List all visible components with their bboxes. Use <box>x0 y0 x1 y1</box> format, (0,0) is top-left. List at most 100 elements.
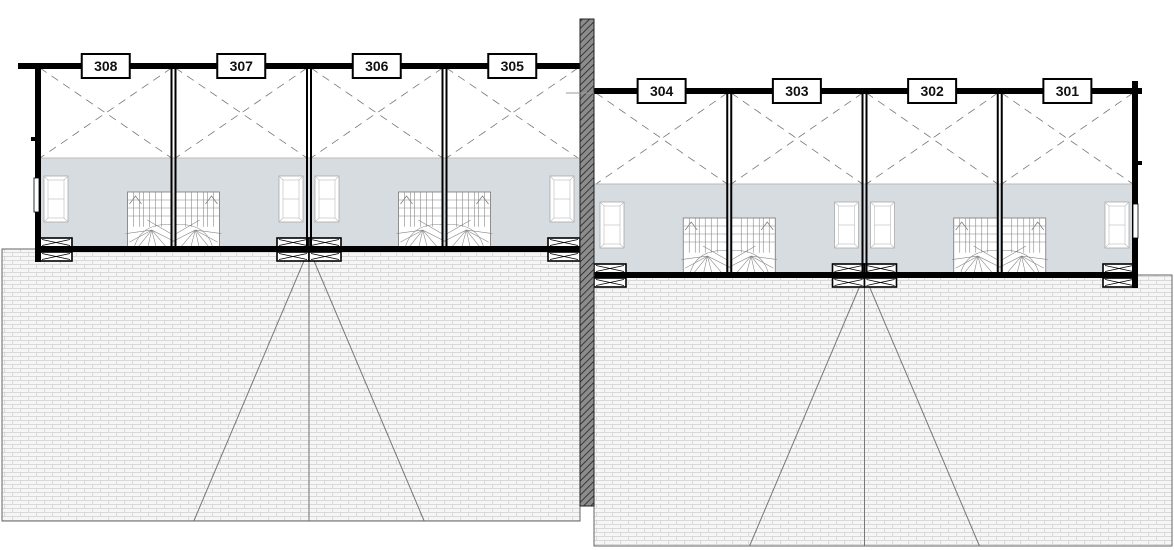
window-bevel <box>569 175 575 181</box>
party-wall <box>726 91 729 275</box>
front-wall <box>38 246 580 252</box>
staircase <box>172 191 222 253</box>
unit-number: 304 <box>650 83 674 99</box>
stair-winder <box>1021 255 1048 260</box>
units-layer <box>38 66 1136 288</box>
unit-label-box <box>907 78 958 104</box>
vent-cross <box>278 253 308 260</box>
stair-curve <box>133 224 172 249</box>
vent-unit <box>593 263 627 274</box>
separating-wall <box>579 18 595 507</box>
stair-winder <box>466 229 493 234</box>
stair-curve <box>960 250 998 275</box>
window-bevel <box>314 175 320 181</box>
stair-curve <box>689 250 728 275</box>
unit-label-box <box>351 53 402 79</box>
stair-winder <box>962 255 979 275</box>
party-wall <box>1000 91 1003 275</box>
stair-curve <box>175 224 214 249</box>
party-wall <box>441 66 444 249</box>
vent-unit <box>547 237 581 248</box>
stair-winder <box>955 255 979 269</box>
vent-cross <box>278 239 308 246</box>
wall-stub <box>31 137 36 141</box>
unit-label-303: 303 <box>771 78 822 104</box>
garden-plot-west-block <box>1 248 581 522</box>
void-cross-line <box>175 67 308 159</box>
void-area <box>173 66 309 158</box>
stair-winder <box>750 255 767 275</box>
window-bevel <box>63 175 69 181</box>
stair-winder <box>977 255 994 275</box>
stair-winder <box>951 255 978 260</box>
stair-winder <box>195 229 218 243</box>
unit-label-305: 305 <box>487 53 538 79</box>
unit-label-304: 304 <box>636 78 687 104</box>
stair-winder <box>195 229 211 249</box>
side-window <box>33 177 40 213</box>
stair-winder <box>685 255 708 269</box>
end-wall-right <box>1132 81 1138 288</box>
unit-label-301: 301 <box>1042 78 1093 104</box>
unit-number: 303 <box>785 83 809 99</box>
void-cross-line <box>866 92 998 185</box>
window-bevel <box>854 201 859 207</box>
window-bay <box>278 175 304 223</box>
staircase <box>998 217 1048 279</box>
unit-label-box <box>636 78 687 104</box>
window-bevel <box>1124 243 1130 249</box>
vent-cross <box>834 265 863 272</box>
stair-winder <box>422 229 439 249</box>
window-bevel <box>1104 201 1110 207</box>
stair-winder <box>1021 255 1037 275</box>
window-bevel <box>314 217 320 223</box>
stair-curve <box>446 224 485 249</box>
stair-winder <box>681 255 708 260</box>
unit-label-box <box>771 78 822 104</box>
vent-cross <box>595 279 625 286</box>
stair-curve <box>731 250 769 275</box>
window-bay <box>549 175 575 223</box>
unit-label-306: 306 <box>351 53 402 79</box>
vent-unit <box>831 277 866 288</box>
stair-winder <box>195 229 222 234</box>
unit-label-box <box>80 53 131 79</box>
void-cross-line <box>39 67 172 159</box>
vent-cross <box>866 265 895 272</box>
vent-unit <box>308 237 342 248</box>
window-bevel <box>870 243 875 249</box>
void-cross-line <box>1001 92 1134 185</box>
stair-winder <box>735 255 752 275</box>
stair-diag <box>731 245 756 261</box>
stair-winder <box>407 229 423 249</box>
stair-curve <box>1001 250 1040 275</box>
vent-cross <box>310 253 340 260</box>
end-wall-left <box>35 63 41 262</box>
void-area <box>594 91 730 184</box>
vent-unit <box>39 237 73 248</box>
stair-winder <box>692 255 708 275</box>
stair-winder <box>1021 255 1044 269</box>
window-bevel <box>619 243 625 249</box>
void-area <box>309 66 445 158</box>
party-wall <box>445 66 448 249</box>
stair-winder <box>400 229 423 243</box>
garden-path-line <box>749 274 865 547</box>
void-area <box>444 66 580 158</box>
stair-winder <box>750 255 774 269</box>
unit-number: 307 <box>230 58 254 74</box>
unit-number: 306 <box>365 58 389 74</box>
staircase <box>681 217 731 279</box>
stair-diag <box>702 245 728 261</box>
party-wall <box>861 91 864 275</box>
rear-wall <box>18 63 580 69</box>
vent-cross <box>41 239 71 246</box>
vent-unit <box>308 251 342 262</box>
window-bevel <box>834 201 839 207</box>
stair-diag <box>175 219 200 235</box>
stair-winder <box>707 255 724 275</box>
unit-label-box <box>216 53 267 79</box>
vent-cross <box>310 239 340 246</box>
unit-number: 305 <box>501 58 525 74</box>
party-wall <box>730 91 733 275</box>
